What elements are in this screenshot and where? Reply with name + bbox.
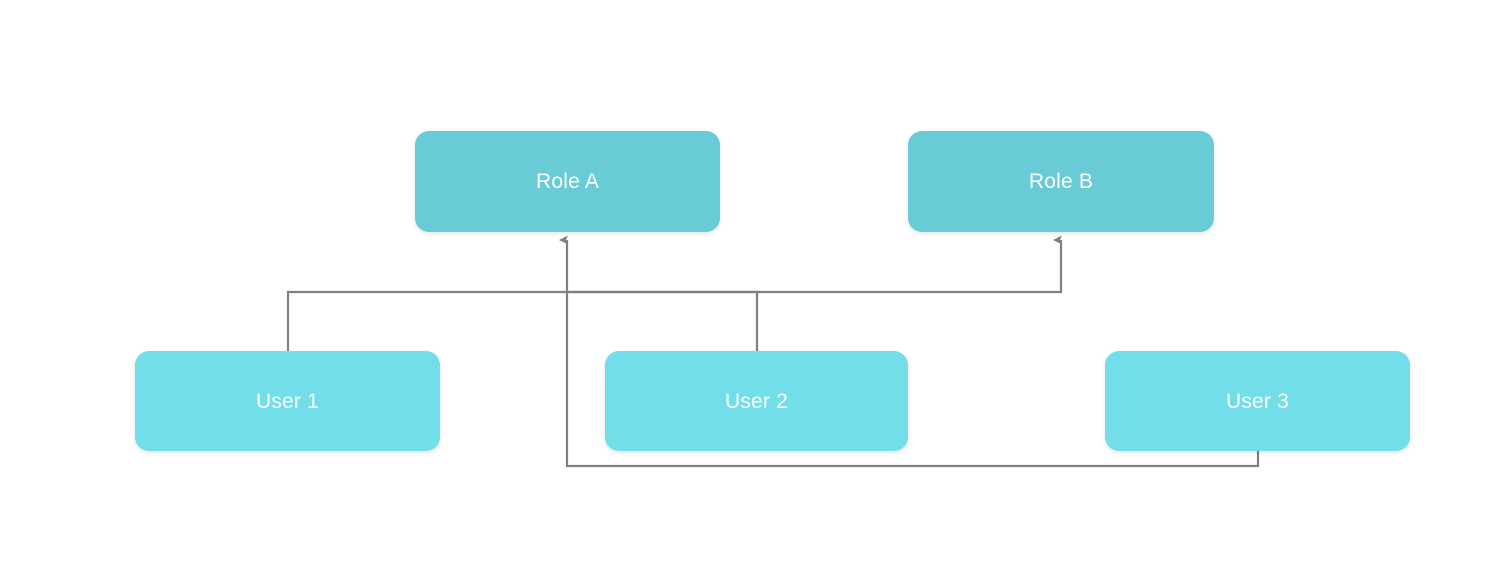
node-role-a[interactable]: Role A [415,131,720,232]
node-role-b[interactable]: Role B [908,131,1214,232]
edge-user1-to-roleb [286,235,1063,351]
node-label-user-3: User 3 [1225,389,1290,413]
node-label-role-b: Role B [1028,170,1094,193]
node-label-role-a: Role A [535,170,600,193]
node-user-3[interactable]: User 3 [1105,351,1410,451]
edge-user2-to-rolea [567,290,759,351]
node-label-user-1: User 1 [255,389,320,413]
node-user-2[interactable]: User 2 [605,351,908,451]
node-user-1[interactable]: User 1 [135,351,440,451]
node-label-user-2: User 2 [724,389,789,413]
edge-user3-to-rolea [559,235,1260,468]
